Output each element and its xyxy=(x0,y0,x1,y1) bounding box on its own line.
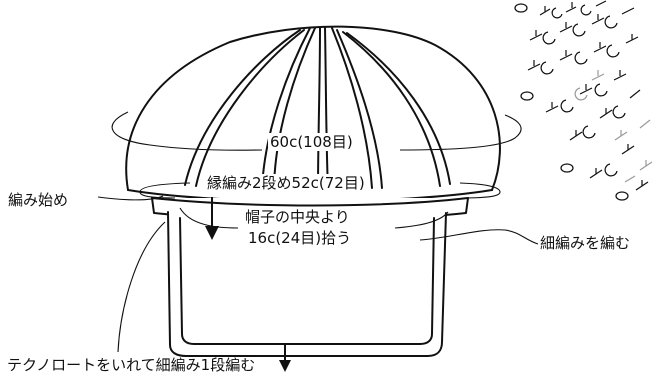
brim-pickup-label-line2: 16c(24目)拾う xyxy=(246,229,354,247)
start-label: 編み始め xyxy=(8,191,69,209)
crochet-chart xyxy=(514,0,649,201)
single-crochet-label: 細編みを編む xyxy=(540,234,631,252)
hat-brim xyxy=(167,211,447,357)
techno-rote-label: テクノロートをいれて細編み1段編む xyxy=(7,356,256,374)
edge-rows-label: 縁編み2段め52c(72目) xyxy=(205,174,367,192)
hat-crown xyxy=(125,25,501,191)
crown-circumference-label: 60c(108目) xyxy=(268,133,355,151)
brim-pickup-label-line1: 帽子の中央より xyxy=(243,208,352,226)
